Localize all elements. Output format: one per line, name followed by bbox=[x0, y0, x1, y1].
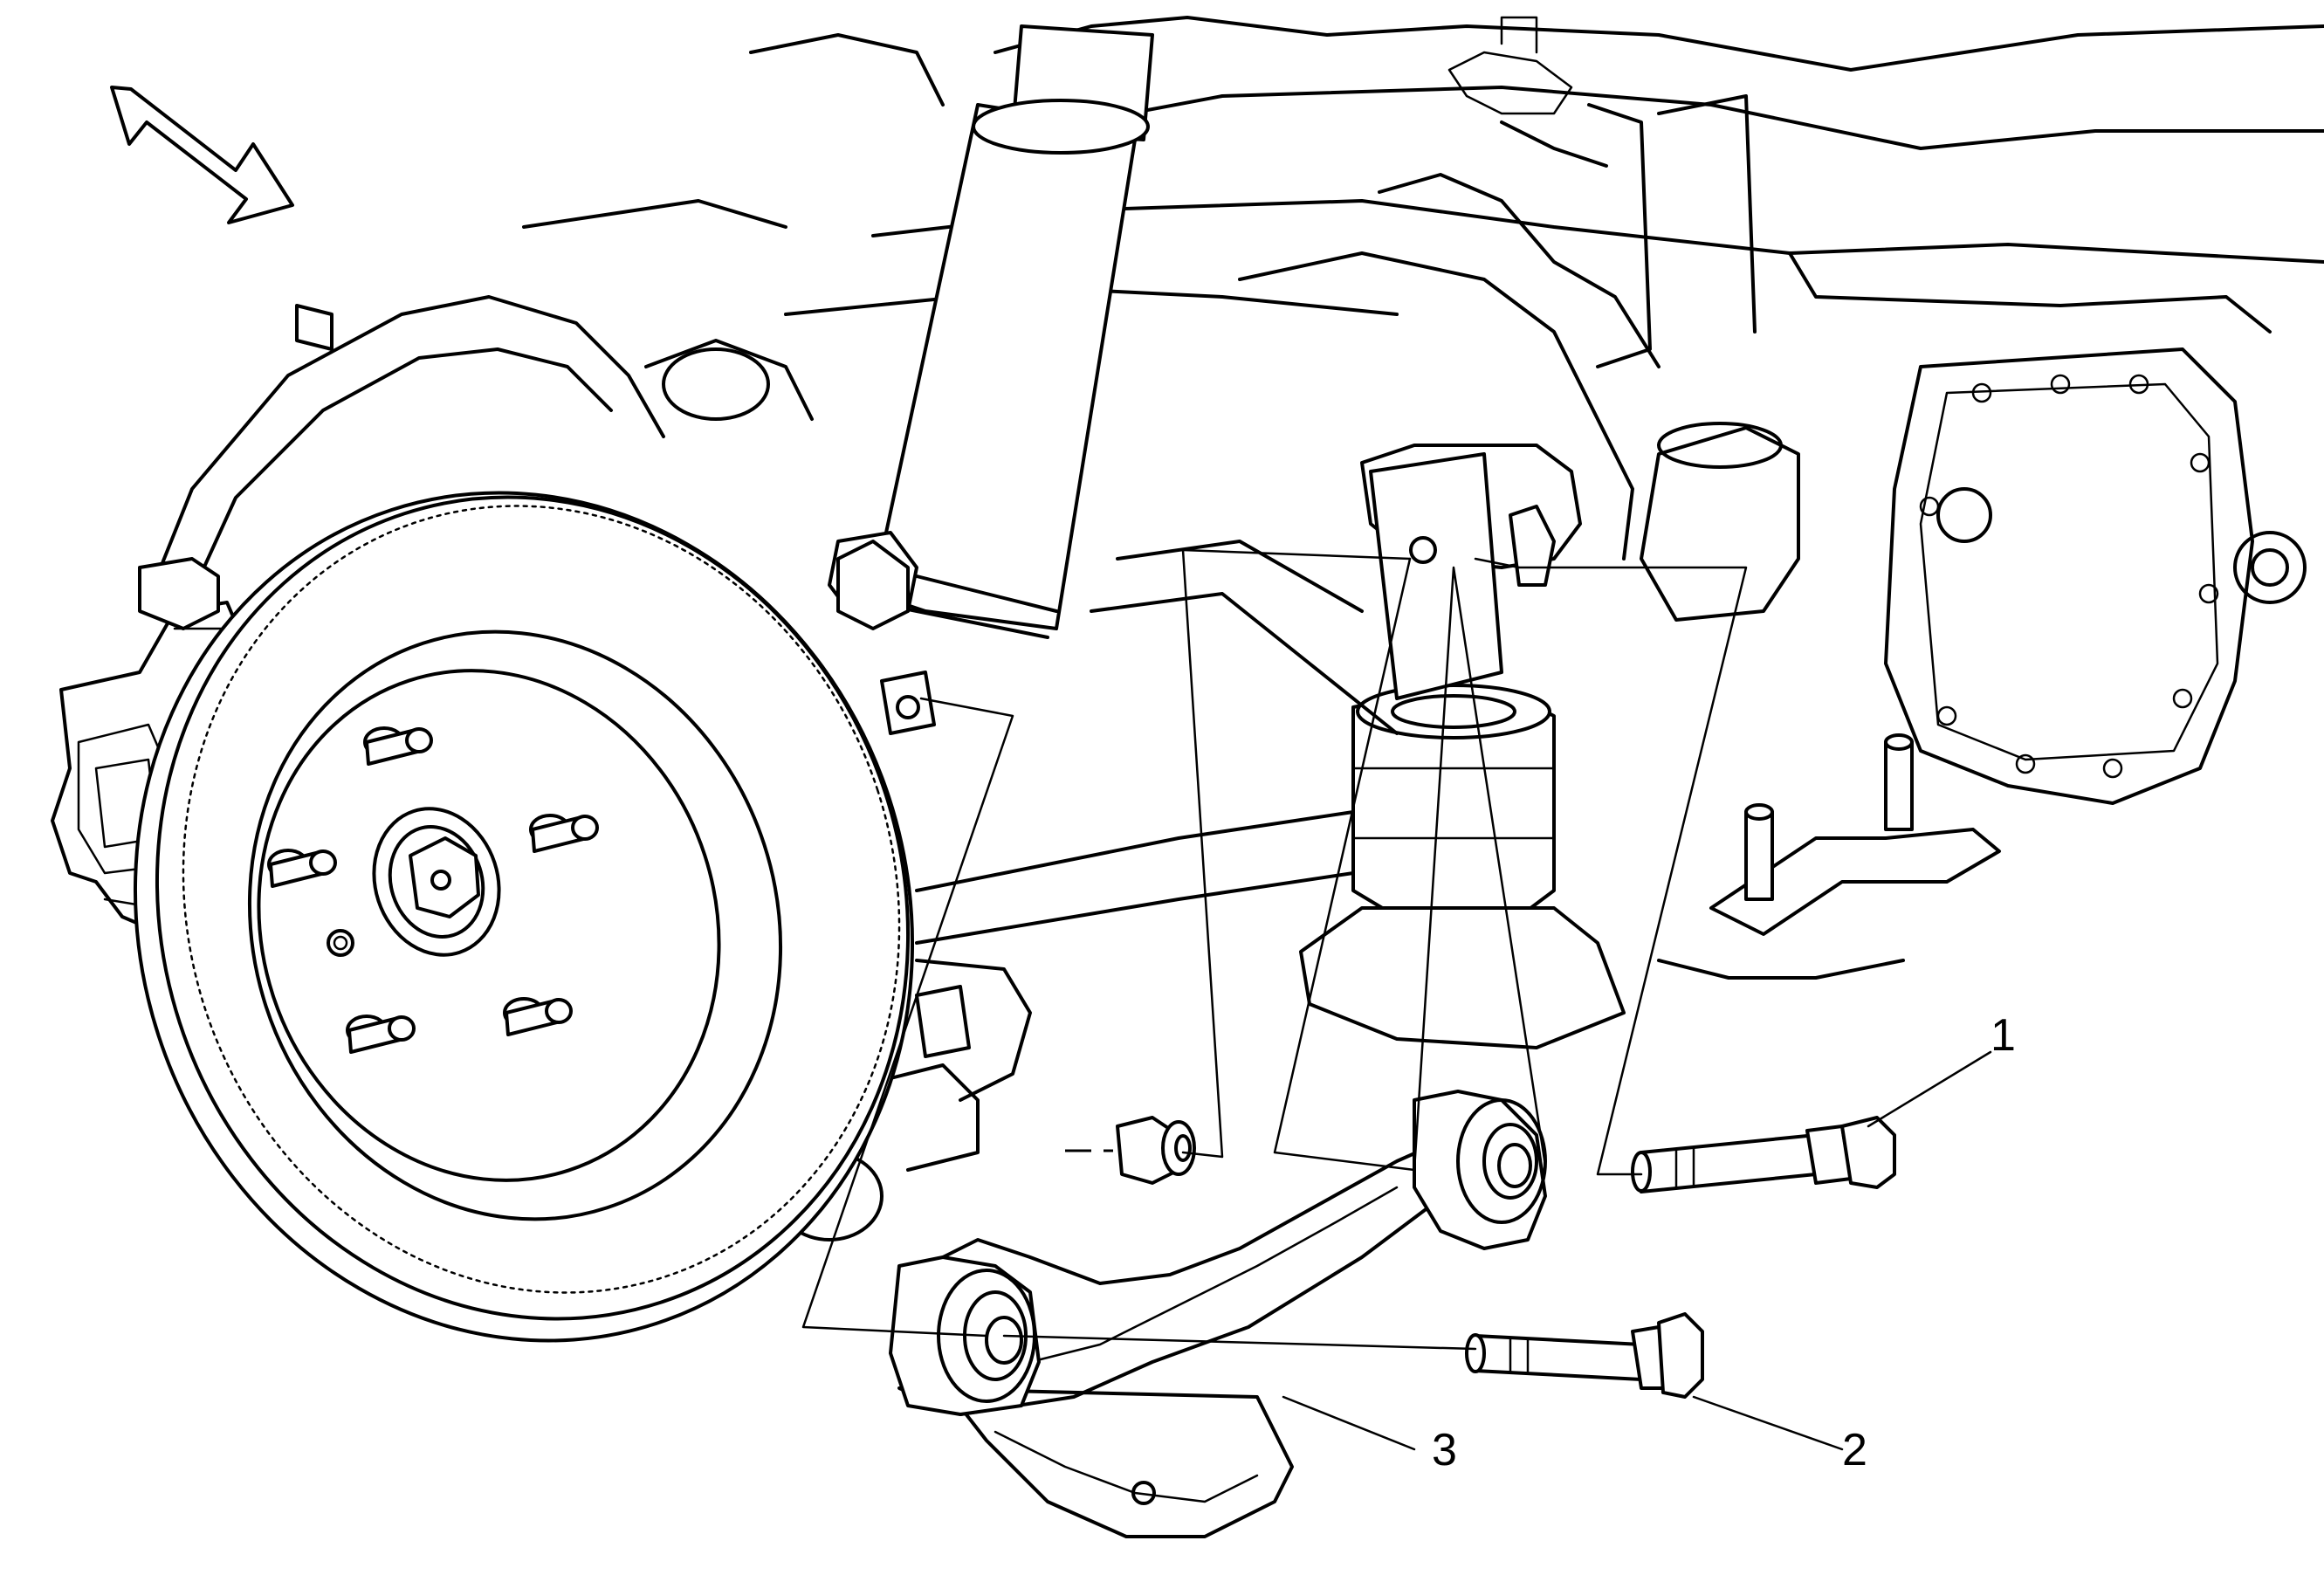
control-arm bbox=[889, 1090, 1547, 1538]
callout-label-3: 3 bbox=[1432, 1425, 1457, 1475]
wheel-stud bbox=[503, 997, 573, 1036]
shock-absorber bbox=[871, 24, 1154, 639]
crossmember bbox=[915, 422, 1905, 1049]
callout-leaders bbox=[1282, 1050, 1992, 1451]
direction-arrow-icon bbox=[110, 86, 294, 224]
wheel-stud bbox=[267, 849, 337, 888]
wheel-stud bbox=[346, 1015, 416, 1054]
callout-label-2: 2 bbox=[1842, 1425, 1867, 1475]
wheel-studs bbox=[267, 726, 599, 1054]
bolt-2 bbox=[1465, 1312, 1704, 1399]
wheel-stud bbox=[363, 726, 433, 766]
mount-bolt-upper bbox=[836, 540, 910, 630]
callout-label-1: 1 bbox=[1991, 1010, 2016, 1061]
alignment-lines bbox=[801, 548, 1748, 1351]
differential-housing bbox=[1884, 347, 2307, 805]
nut bbox=[1065, 1116, 1196, 1185]
brake-rotor bbox=[133, 491, 915, 1343]
wheel-stud bbox=[529, 814, 599, 853]
bolt-1 bbox=[1631, 1116, 1896, 1193]
rear-bracket bbox=[1709, 733, 2001, 936]
